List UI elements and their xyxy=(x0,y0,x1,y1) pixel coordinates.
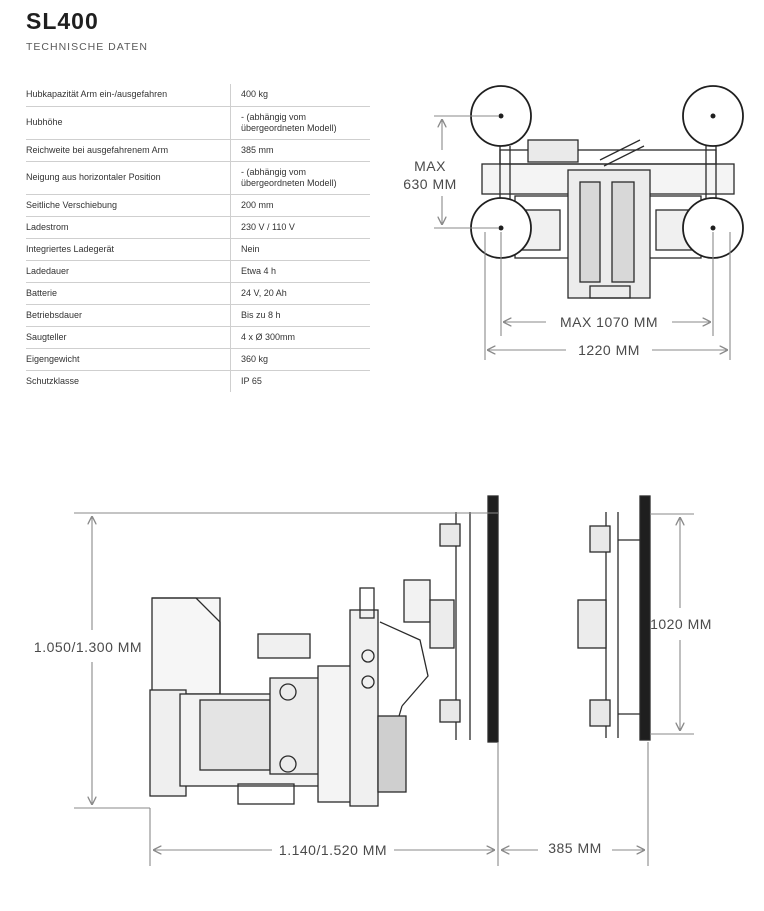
spec-value: 400 kg xyxy=(230,84,370,107)
dimension-label: 1220 MM xyxy=(578,342,640,358)
top-view-drawing: MAX 630 MM MAX 1070 MM 1220 MM xyxy=(403,85,744,360)
spec-row: Schutzklasse IP 65 xyxy=(26,370,370,392)
spec-label: Betriebsdauer xyxy=(26,304,231,327)
spec-value-line: - (abhängig vom xyxy=(241,166,307,177)
machine-side-outline xyxy=(149,495,499,807)
spec-value: 230 V / 110 V xyxy=(230,216,370,239)
dimension-label: MAX 1070 MM xyxy=(560,314,658,330)
spec-value: 4 x Ø 300mm xyxy=(230,326,370,349)
spec-label: Hubhöhe xyxy=(26,106,231,140)
spec-value: 200 mm xyxy=(230,194,370,217)
spec-value-line: übergeordneten Modell) xyxy=(241,177,337,188)
dimension-label: 1.050/1.300 MM xyxy=(34,639,142,655)
dimension-label: MAX xyxy=(414,158,446,174)
spec-value-line: - (abhängig vom xyxy=(241,111,307,122)
dimension-label: 1.140/1.520 MM xyxy=(279,842,387,858)
spec-value: Nein xyxy=(230,238,370,261)
spec-label: Neigung aus horizontaler Position xyxy=(26,161,231,195)
spec-value: 24 V, 20 Ah xyxy=(230,282,370,305)
machine-front-outline xyxy=(577,495,651,741)
spec-value: Etwa 4 h xyxy=(230,260,370,283)
spec-label: Ladedauer xyxy=(26,260,231,283)
dimension-label: 385 MM xyxy=(548,840,602,856)
spec-value: IP 65 xyxy=(230,370,370,392)
spec-label: Ladestrom xyxy=(26,216,231,239)
dimension-lines-top xyxy=(434,115,731,360)
spec-value: Bis zu 8 h xyxy=(230,304,370,327)
spec-label: Seitliche Verschiebung xyxy=(26,194,231,217)
spec-label: Batterie xyxy=(26,282,231,305)
page-subtitle: TECHNISCHE DATEN xyxy=(26,41,148,53)
dimension-label: 630 MM xyxy=(403,176,457,192)
spec-value-line: übergeordneten Modell) xyxy=(241,122,337,133)
spec-row: Neigung aus horizontaler Position- (abhä… xyxy=(26,161,370,195)
spec-value: 360 kg xyxy=(230,348,370,371)
page-title: SL400 xyxy=(26,8,99,34)
spec-label: Hubkapazität Arm ein-/ausgefahren xyxy=(26,84,231,107)
spec-label: Saugteller xyxy=(26,326,231,349)
dimension-lines-side xyxy=(74,512,694,866)
spec-label: Reichweite bei ausgefahrenem Arm xyxy=(26,139,231,162)
spec-label: Integriertes Ladegerät xyxy=(26,238,231,261)
dimension-label: 1020 MM xyxy=(650,616,712,632)
side-view-drawing: 1.050/1.300 MM 1.140/1.520 MM 385 MM 102… xyxy=(34,495,712,866)
spec-label: Schutzklasse xyxy=(26,375,80,386)
spec-label: Eigengewicht xyxy=(26,348,231,371)
spec-value: 385 mm xyxy=(230,139,370,162)
